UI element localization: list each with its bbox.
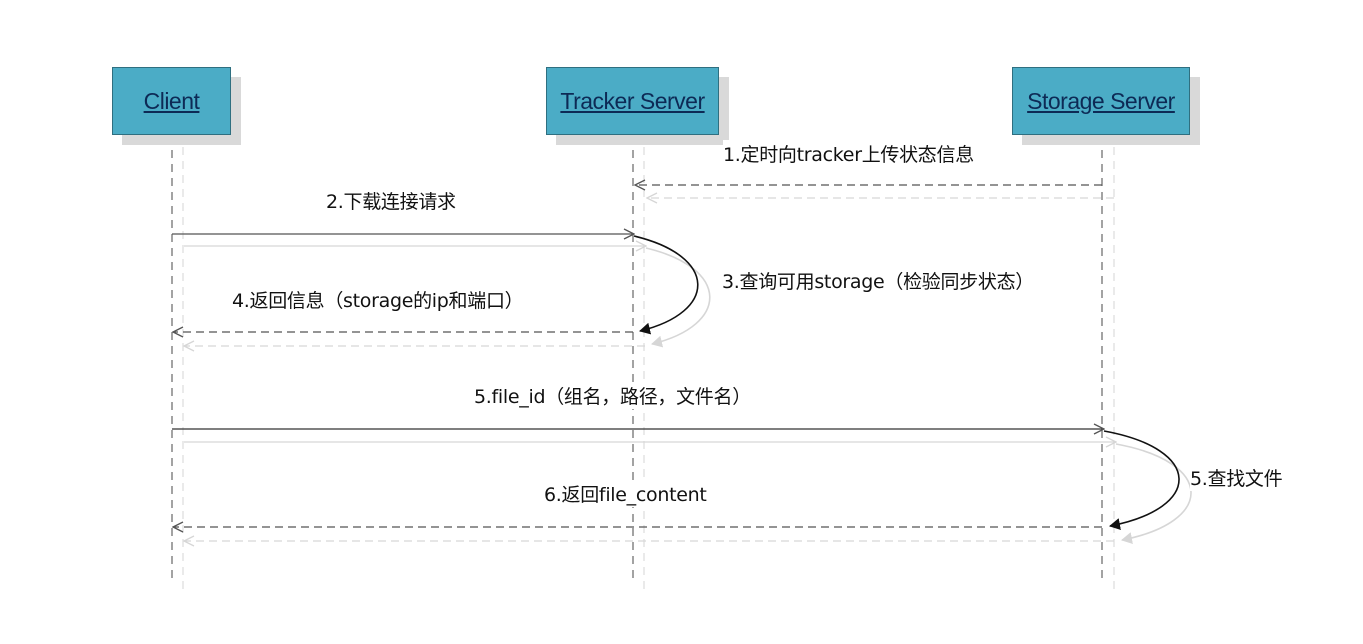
actor-tracker-server: Tracker Server: [546, 67, 719, 135]
message-3-label: 3.查询可用storage（检验同步状态）: [722, 267, 1034, 294]
message-5b-arrow: [1103, 430, 1180, 530]
message-4-label: 4.返回信息（storage的ip和端口）: [232, 286, 524, 313]
message-5b-label: 5.查找文件: [1190, 464, 1283, 491]
message-6-label: 6.返回file_content: [544, 480, 707, 507]
message-1-label: 1.定时向tracker上传状态信息: [723, 140, 974, 167]
message-5b-arrow-shadow: [1115, 443, 1192, 544]
message-3-arrow-shadow: [645, 247, 711, 348]
message-3-arrow: [633, 235, 699, 335]
actor-storage-server: Storage Server: [1012, 67, 1190, 135]
actor-client: Client: [112, 67, 231, 135]
message-5-label: 5.file_id（组名，路径，文件名）: [474, 382, 751, 409]
message-2-label: 2.下载连接请求: [326, 187, 456, 214]
